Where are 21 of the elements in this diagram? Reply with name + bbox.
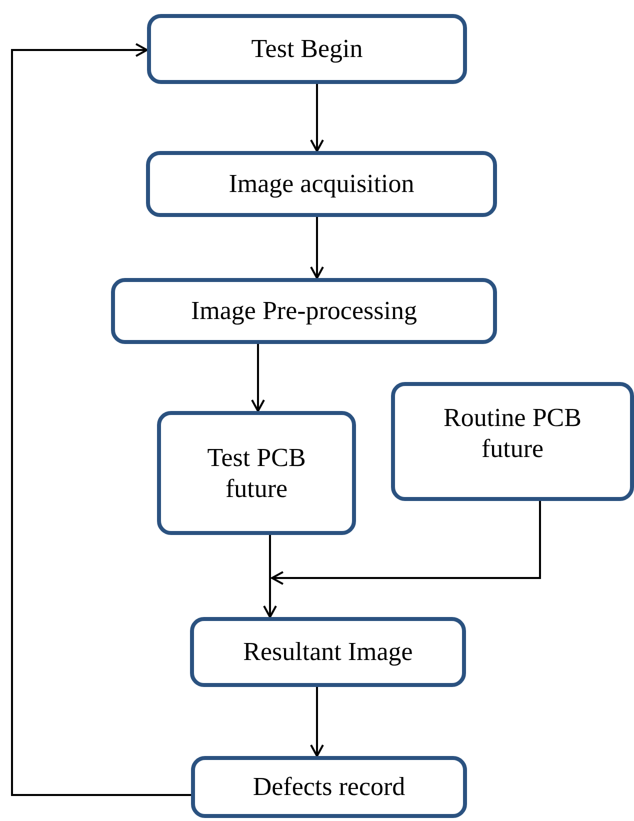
arrow: [263, 535, 277, 618]
process-box: [190, 617, 466, 687]
box-label: Routine PCB future: [442, 402, 582, 464]
arrow: [251, 344, 265, 412]
process-box: [391, 382, 634, 501]
process-box: [146, 151, 497, 217]
box-label: Test PCB future: [206, 442, 307, 504]
process-box: [147, 14, 467, 84]
process-box: [191, 756, 467, 818]
arrow: [271, 501, 541, 585]
box-label: Defects record: [252, 771, 406, 803]
process-box: [157, 411, 356, 535]
box-label: Image Pre-processing: [191, 295, 417, 327]
arrow: [310, 84, 324, 152]
box-label: Test Begin: [251, 33, 363, 65]
arrow: [310, 687, 324, 757]
box-label: Image acquisition: [228, 168, 414, 200]
process-box: [111, 278, 497, 344]
box-label: Resultant Image: [243, 636, 413, 668]
arrow: [11, 43, 191, 796]
arrow: [310, 217, 324, 279]
